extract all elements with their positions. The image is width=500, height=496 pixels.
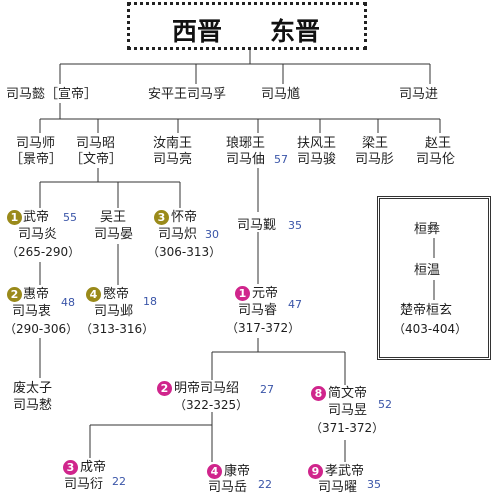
node-sima-jin-grandson: 司马觐 [237, 218, 277, 233]
huidi-age: 48 [61, 296, 75, 309]
node-sima-fu: 安平王司马孚 [148, 87, 227, 102]
node-mindi-title: 愍帝 [103, 287, 130, 302]
huidi-reign-years: （290-306） [4, 322, 79, 336]
sima-zhou-age: 57 [274, 153, 288, 166]
reign-order-badge-huidi: 2 [7, 287, 22, 302]
chengdi-age: 22 [112, 475, 126, 488]
wudi-age: 55 [63, 211, 77, 224]
reign-order-badge-wudi: 1 [7, 210, 22, 225]
node-sima-zhao-name: 司马昭 [76, 136, 116, 151]
huan-xuan-reign-years: （403-404） [393, 322, 468, 336]
node-huan-wen: 桓温 [414, 263, 441, 278]
node-jianwendi-title: 简文帝 [328, 386, 368, 401]
kangdi-age: 22 [258, 478, 272, 491]
node-wudi-name: 司马炎 [18, 227, 58, 242]
node-huan-yi: 桓彝 [414, 222, 441, 237]
node-sima-liang-name: 司马亮 [153, 152, 193, 167]
jianwendi-reign-years: （371-372） [310, 421, 385, 435]
reign-order-badge-chengdi: 3 [63, 460, 78, 475]
node-jianwendi-name: 司马昱 [328, 403, 368, 418]
mingdi-reign-years: （322-325） [174, 398, 249, 412]
node-sima-jun-name: 司马骏 [297, 152, 337, 167]
mindi-reign-years: （313-316） [80, 322, 155, 336]
jianwendi-age: 52 [378, 398, 392, 411]
sima-jin-age: 35 [288, 219, 302, 232]
node-sima-tong-title: 梁王 [362, 136, 389, 151]
node-mindi-name: 司马邺 [94, 304, 134, 319]
node-sima-kui: 司马馗 [261, 87, 301, 102]
node-kangdi-title: 康帝 [224, 464, 251, 479]
node-xiaowudi-title: 孝武帝 [325, 464, 365, 479]
node-huaidi-name: 司马炽 [158, 227, 198, 242]
node-sima-lun-title: 赵王 [425, 136, 452, 151]
node-sima-jin: 司马进 [399, 87, 439, 102]
reign-order-badge-mindi: 4 [86, 287, 101, 302]
node-sima-yi: 司马懿［宣帝］ [6, 87, 98, 102]
xiaowudi-age: 35 [367, 478, 381, 491]
mingdi-age: 27 [260, 383, 274, 396]
node-sima-zhou-name: 司马伷 [226, 152, 266, 167]
node-huidi-title: 惠帝 [23, 287, 50, 302]
node-yuandi-title: 元帝 [252, 286, 279, 301]
node-chengdi-title: 成帝 [80, 460, 107, 475]
node-sima-zhou-title: 琅琊王 [226, 136, 266, 151]
node-yuandi-name: 司马睿 [238, 303, 278, 318]
reign-order-badge-huaidi: 3 [154, 210, 169, 225]
reign-order-badge-jianwendi: 8 [311, 386, 326, 401]
node-wudi-title: 武帝 [23, 210, 50, 225]
node-huidi-name: 司马衷 [12, 304, 52, 319]
node-sima-zhao-title: ［文帝］ [70, 152, 123, 167]
node-chengdi-name: 司马衍 [64, 477, 104, 492]
reign-order-badge-xiaowudi: 9 [308, 464, 323, 479]
node-wu-wang-title: 吴王 [100, 210, 127, 225]
node-sima-lun-name: 司马伦 [416, 152, 456, 167]
eastern-jin-title: 东晋 [270, 17, 321, 46]
node-fei-taizi-title: 废太子 [13, 381, 53, 396]
yuandi-age: 47 [288, 298, 302, 311]
node-huan-xuan: 楚帝桓玄 [400, 303, 453, 318]
reign-order-badge-mingdi: 2 [157, 381, 172, 396]
huaidi-age: 30 [205, 228, 219, 241]
node-fei-taizi-name: 司马慭 [13, 398, 53, 413]
western-jin-title: 西晋 [172, 17, 223, 46]
node-sima-liang-title: 汝南王 [153, 136, 193, 151]
dynasty-title-box: 西晋 东晋 [127, 2, 367, 50]
node-sima-jun-title: 扶风王 [297, 136, 337, 151]
node-sima-shi-title: ［景帝］ [10, 152, 63, 167]
mindi-age: 18 [143, 295, 157, 308]
reign-order-badge-yuandi: 1 [235, 286, 250, 301]
huan-family-box [377, 196, 491, 360]
node-mingdi-title: 明帝司马绍 [174, 381, 240, 396]
node-sima-tong-name: 司马肜 [355, 152, 395, 167]
node-xiaowudi-name: 司马曜 [318, 480, 358, 495]
node-sima-shi-name: 司马师 [16, 136, 56, 151]
node-kangdi-name: 司马岳 [208, 480, 248, 495]
yuandi-reign-years: （317-372） [226, 321, 301, 335]
node-sima-yan: 司马晏 [94, 227, 134, 242]
wudi-reign-years: （265-290） [6, 245, 81, 259]
node-huaidi-title: 怀帝 [171, 210, 198, 225]
reign-order-badge-kangdi: 4 [207, 464, 222, 479]
huaidi-reign-years: （306-313） [147, 245, 222, 259]
